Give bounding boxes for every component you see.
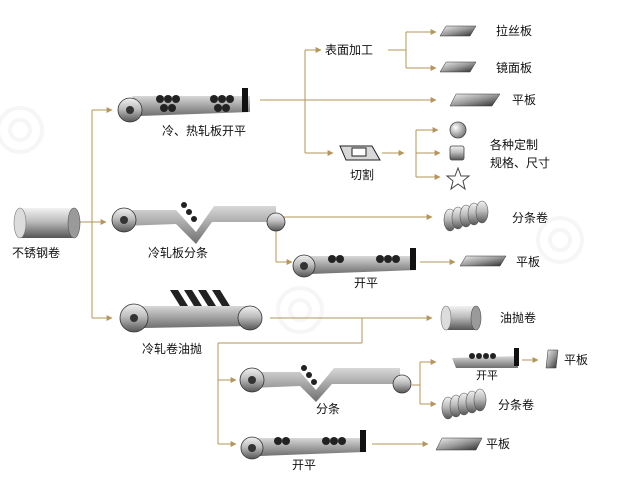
source-label: 不锈钢卷 xyxy=(12,246,61,260)
leveling-label: 开平 xyxy=(292,458,317,472)
flat-sheet-label: 平板 xyxy=(512,93,537,107)
stainless-coil-icon xyxy=(440,305,482,331)
mirror-sheet-icon xyxy=(439,61,477,73)
leveling-label: 开平 xyxy=(476,369,498,382)
slitting-line-icon xyxy=(111,202,286,244)
brushed-sheet-icon xyxy=(439,25,477,37)
custom-specs-label-line2: 规格、尺寸 xyxy=(490,156,551,170)
slit-coil-label: 分条卷 xyxy=(512,211,549,225)
rectangle-shape-icon xyxy=(449,145,465,161)
oil-polished-coil-label: 油抛卷 xyxy=(500,311,537,325)
flow-connectors xyxy=(78,29,539,447)
design-watermark-icon xyxy=(0,106,584,334)
cutting-machine-icon xyxy=(339,145,381,161)
leveling-label: 开平 xyxy=(354,276,379,290)
circle-shape-icon xyxy=(449,121,467,139)
stainless-coil-icon xyxy=(13,207,81,239)
sheet-icon xyxy=(449,93,501,107)
surface-processing-label: 表面加工 xyxy=(325,43,374,57)
leveling-line-icon xyxy=(292,248,416,278)
mirror-sheet-label: 镜面板 xyxy=(496,61,533,75)
cold-polished-coil-label: 冷轧卷油抛 xyxy=(142,342,203,356)
leveling-line-icon xyxy=(117,88,250,123)
brushed-sheet-label: 拉丝板 xyxy=(496,24,533,38)
leveling-line-icon xyxy=(452,348,519,368)
slit-coil-icon xyxy=(443,200,489,232)
polishing-line-icon xyxy=(119,290,263,333)
slitting-line-icon xyxy=(239,365,412,402)
slit-coil-icon xyxy=(441,388,487,420)
cutting-label: 切割 xyxy=(350,168,375,182)
sheet-icon xyxy=(435,437,483,451)
slit-coil-label: 分条卷 xyxy=(498,398,535,412)
slitting-label: 分条 xyxy=(316,402,341,416)
cold-slitting-label: 冷轧板分条 xyxy=(148,246,209,260)
flat-sheet-label: 平板 xyxy=(486,437,511,451)
star-shape-icon xyxy=(445,166,471,191)
sheet-icon xyxy=(459,255,507,267)
sheet-icon xyxy=(545,349,559,369)
cold-hot-leveling-label: 冷、热轧板开平 xyxy=(162,124,247,138)
flat-sheet-label: 平板 xyxy=(516,255,541,269)
custom-specs-label: 各种定制 xyxy=(490,138,539,152)
leveling-line-icon xyxy=(240,430,366,460)
flat-sheet-label: 平板 xyxy=(564,353,589,367)
